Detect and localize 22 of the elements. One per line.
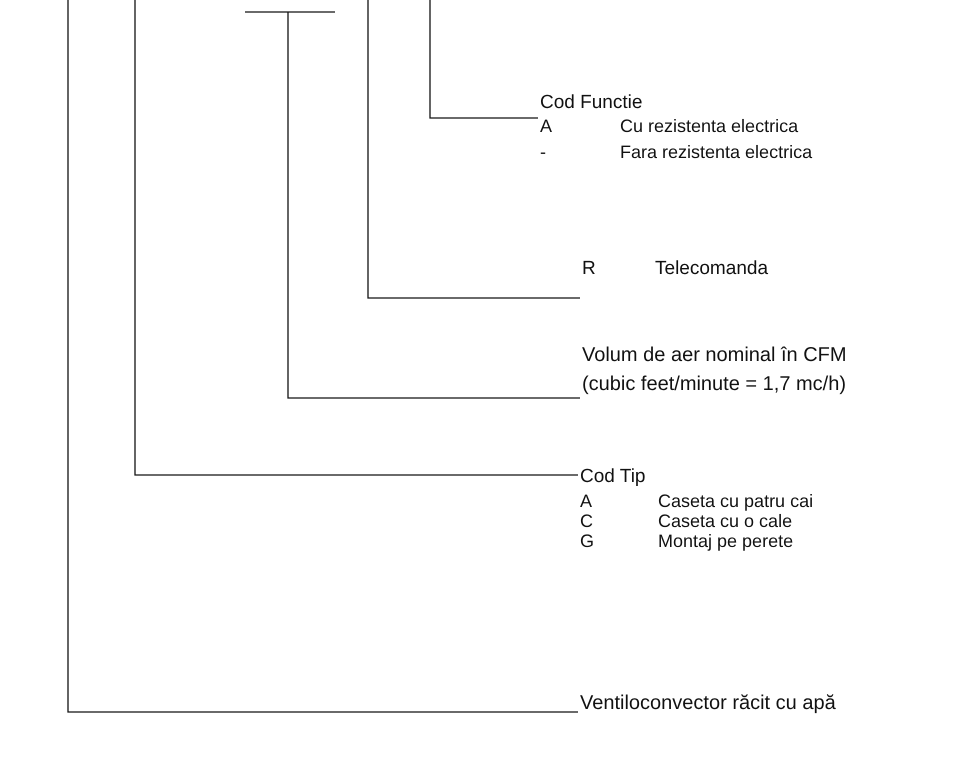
code-description: Telecomanda — [655, 258, 768, 280]
code-letter: A — [580, 491, 592, 512]
code-letter: C — [580, 511, 593, 532]
leader-line — [134, 0, 578, 476]
code-description: Caseta cu o cale — [658, 511, 792, 532]
leader-line — [67, 0, 578, 713]
code-description: Montaj pe perete — [658, 531, 794, 552]
heading-text: Cod Functie — [540, 92, 642, 114]
leader-line — [367, 0, 580, 299]
code-letter: G — [580, 531, 594, 552]
heading-text: Volum de aer nominal în CFM — [582, 344, 847, 367]
note-text: (cubic feet/minute = 1,7 mc/h) — [582, 373, 846, 396]
code-description: Cu rezistenta electrica — [620, 116, 798, 137]
code-letter: A — [540, 116, 552, 137]
code-letter: R — [582, 258, 596, 280]
code-letter: - — [540, 142, 546, 163]
code-description: Caseta cu patru cai — [658, 491, 814, 512]
code-description: Fara rezistenta electrica — [620, 142, 812, 163]
leader-line — [287, 12, 580, 399]
field-label: Ventiloconvector răcit cu apă — [580, 692, 836, 715]
leader-line — [429, 0, 538, 119]
heading-text: Cod Tip — [580, 466, 646, 488]
